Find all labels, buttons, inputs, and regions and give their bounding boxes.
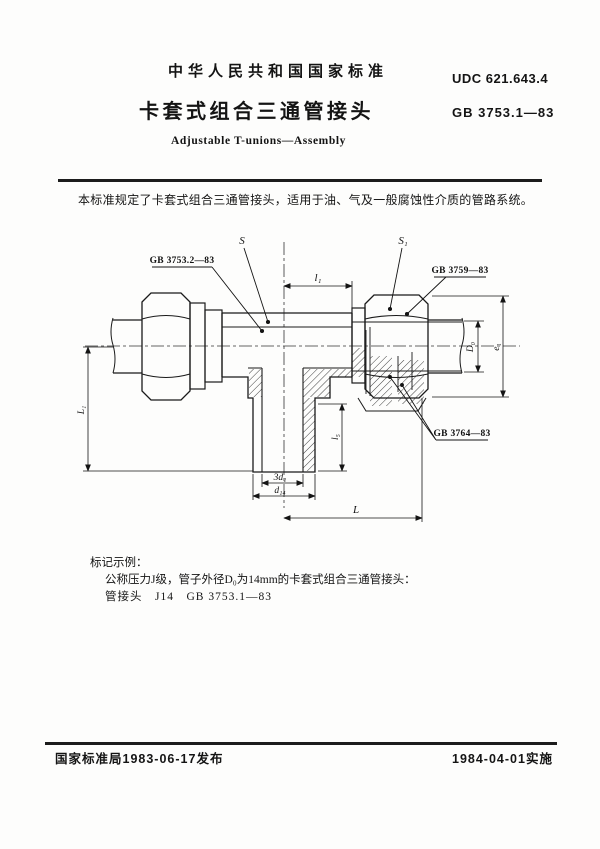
dim-L1-label: L₁ bbox=[77, 406, 87, 416]
dim-l1-label: l₁ bbox=[315, 272, 322, 284]
section-hatching bbox=[249, 348, 424, 471]
dim-d0-label: D₀ bbox=[466, 342, 476, 353]
dim-L-label: L bbox=[352, 504, 359, 516]
drawing-labels: S S₁ GB 3753.2—83 GB 3759—83 GB 3764—83 … bbox=[77, 235, 502, 516]
page-title: 卡套式组合三通管接头 bbox=[139, 101, 374, 123]
right-hex-nut bbox=[364, 294, 429, 399]
udc-number: UDC 621.643.4 bbox=[452, 71, 549, 86]
footer-divider bbox=[45, 742, 557, 745]
footer-issued-by: 国家标准局1983-06-17发布 bbox=[55, 752, 224, 766]
marking-example-line2: 管接头 J14 GB 3753.1—83 bbox=[105, 591, 272, 603]
dim-d14-label: d₁₄ bbox=[274, 486, 285, 496]
header-divider bbox=[58, 179, 542, 182]
part-ref-left-nut: GB 3753.2—83 bbox=[150, 256, 215, 266]
standard-number: GB 3753.1—83 bbox=[452, 105, 555, 120]
dim-e1-label: e₁ bbox=[492, 343, 502, 351]
part-ref-ferrule: GB 3764—83 bbox=[433, 429, 490, 439]
part-ref-right-nut: GB 3759—83 bbox=[431, 266, 488, 276]
footer-effective-date: 1984-04-01实施 bbox=[452, 752, 553, 766]
leader-lines bbox=[152, 247, 488, 441]
dim-s1-label: S₁ bbox=[398, 235, 408, 247]
dimension-lines bbox=[83, 281, 509, 522]
left-pipe bbox=[110, 317, 142, 374]
marking-example-line1: 公称压力J级，管子外径D₀为14mm的卡套式组合三通管接头： bbox=[105, 574, 416, 586]
dim-s-label: S bbox=[239, 235, 245, 247]
standard-org-heading: 中华人民共和国国家标准 bbox=[168, 63, 389, 80]
left-hex-nut bbox=[141, 292, 191, 401]
right-pipe bbox=[428, 317, 465, 374]
dim-3d1-label: 3d₁ bbox=[273, 473, 287, 483]
dim-l5-label: l₅ bbox=[331, 434, 341, 440]
marking-example-heading: 标记示例： bbox=[90, 557, 148, 569]
scope-paragraph: 本标准规定了卡套式组合三通管接头，适用于油、气及一般腐蚀性介质的管路系统。 bbox=[78, 193, 534, 207]
tee-body bbox=[221, 312, 353, 473]
page-title-english: Adjustable T-unions—Assembly bbox=[171, 135, 346, 147]
